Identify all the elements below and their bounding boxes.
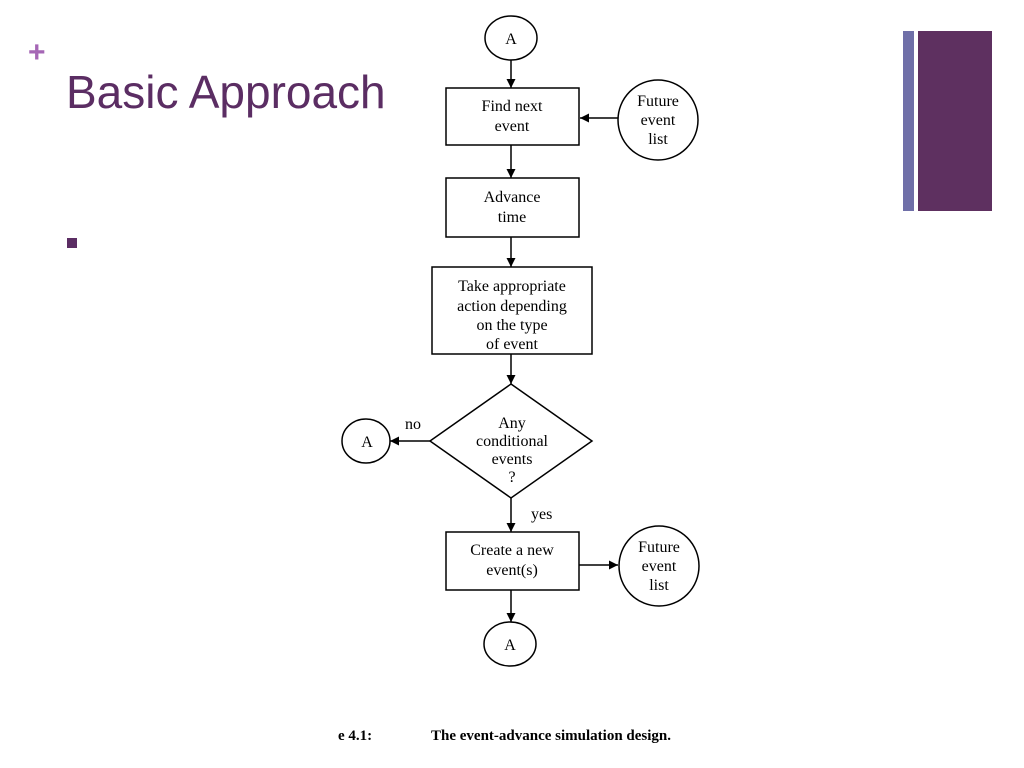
conditional-events-decision: Any conditional events ?: [428, 383, 594, 499]
advance-time-line-2: time: [498, 209, 526, 226]
connector-a-top-label: A: [505, 31, 517, 48]
decision-line-4: ?: [508, 469, 515, 486]
find-next-line-2: event: [495, 118, 530, 135]
connector-a-bottom-label: A: [504, 637, 516, 654]
bullet-square-icon: [67, 238, 77, 248]
decision-line-2: conditional: [476, 433, 549, 450]
take-action-line-2: action depending: [457, 298, 567, 315]
find-next-event-box: Find next event: [445, 87, 580, 146]
advance-time-line-1: Advance: [484, 189, 541, 206]
take-action-line-4: of event: [486, 336, 539, 353]
connector-a-bottom: A: [483, 621, 537, 667]
future-list-1-line-3: list: [648, 131, 668, 148]
connector-a-left: A: [341, 418, 391, 464]
decorative-bar-thick: [918, 31, 992, 211]
decision-line-1: Any: [498, 415, 526, 432]
figure-caption-text: The event-advance simulation design.: [431, 728, 671, 744]
future-list-2-line-1: Future: [638, 539, 680, 556]
create-new-event-box: Create a new event(s): [445, 531, 580, 591]
yes-label: yes: [531, 506, 552, 523]
future-list-1-line-1: Future: [637, 93, 679, 110]
create-event-line-1: Create a new: [470, 542, 554, 559]
future-list-2-line-3: list: [649, 577, 669, 594]
no-label: no: [405, 416, 421, 433]
future-event-list-1: Future event list: [617, 79, 699, 161]
connector-a-left-label: A: [361, 434, 373, 451]
future-list-1-line-2: event: [641, 112, 676, 129]
advance-time-box: Advance time: [445, 177, 580, 238]
slide-title: Basic Approach: [66, 66, 386, 118]
future-list-2-line-2: event: [642, 558, 677, 575]
future-event-list-2: Future event list: [618, 525, 700, 607]
connector-a-top: A: [484, 15, 538, 61]
take-action-line-1: Take appropriate: [458, 278, 566, 295]
decision-line-3: events: [492, 451, 533, 468]
take-action-box: Take appropriate action depending on the…: [431, 266, 593, 355]
plus-icon: +: [28, 36, 46, 69]
figure-caption-number: e 4.1:: [338, 728, 372, 744]
create-event-line-2: event(s): [486, 562, 538, 579]
take-action-line-3: on the type: [476, 317, 547, 334]
decorative-bar-thin: [903, 31, 914, 211]
find-next-line-1: Find next: [482, 98, 543, 115]
